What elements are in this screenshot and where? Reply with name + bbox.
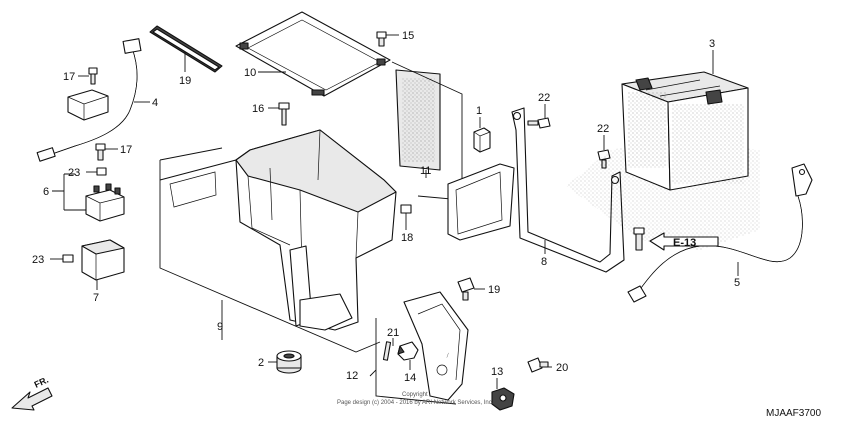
label-21: 21 — [387, 327, 399, 339]
nut-13[interactable] — [491, 378, 515, 411]
diagram-code: MJAAF3700 — [766, 408, 821, 419]
label-7: 7 — [93, 292, 99, 304]
collar-14[interactable] — [397, 341, 419, 370]
label-18: 18 — [401, 232, 413, 244]
cover-plate[interactable] — [391, 61, 463, 201]
battery-box[interactable] — [159, 129, 397, 331]
label-2: 2 — [258, 357, 264, 369]
label-3: 3 — [709, 38, 715, 50]
label-9: 9 — [217, 321, 223, 333]
battery[interactable] — [566, 50, 760, 250]
label-14: 14 — [404, 372, 416, 384]
battery-tray[interactable] — [235, 11, 391, 97]
watermark-line1: Copyright — [402, 392, 428, 398]
relay-cover[interactable] — [81, 239, 125, 290]
bolt-22-left[interactable] — [527, 104, 551, 129]
label-12: 12 — [346, 370, 358, 382]
reference-e13-arrow: E-13 — [649, 232, 719, 251]
bolt-19-upper[interactable] — [457, 277, 485, 301]
bolt-16[interactable] — [268, 102, 290, 126]
fuse-holder-1[interactable] — [473, 117, 491, 153]
label-23-lower: 23 — [32, 254, 44, 266]
front-direction-arrow: FR. — [11, 375, 53, 411]
label-13: 13 — [491, 366, 503, 378]
ground-bolt[interactable] — [633, 227, 645, 251]
svg-text:—: — — [444, 352, 451, 359]
callout-bracket-9 — [159, 147, 381, 353]
label-16: 16 — [252, 103, 264, 115]
terminal-cover[interactable]: — — [369, 291, 469, 405]
svg-text:E-13: E-13 — [673, 237, 696, 249]
label-19-upper: 19 — [488, 284, 500, 296]
relay-terminal-23-upper[interactable] — [86, 167, 107, 176]
battery-sub-harness[interactable] — [36, 38, 150, 162]
label-4: 4 — [152, 97, 158, 109]
label-10: 10 — [244, 67, 256, 79]
callout-bracket-6 — [52, 173, 86, 211]
label-23-upper: 23 — [68, 167, 80, 179]
bolt-19-lower[interactable] — [527, 357, 552, 373]
label-6: 6 — [43, 186, 49, 198]
bolt-15[interactable] — [376, 31, 399, 47]
label-17-lower: 17 — [120, 144, 132, 156]
relay-terminal-23-lower[interactable] — [50, 254, 74, 263]
label-17-upper: 17 — [63, 71, 75, 83]
label-22-right: 22 — [597, 123, 609, 135]
bolt-17-lower[interactable] — [95, 143, 118, 161]
bolt-17-upper[interactable] — [78, 67, 98, 85]
label-15: 15 — [402, 30, 414, 42]
watermark-line2: Page design (c) 2004 - 2016 by ARI Netwo… — [337, 400, 494, 406]
label-22-left: 22 — [538, 92, 550, 104]
label-20: 19 — [179, 75, 191, 87]
grommet-2[interactable] — [268, 350, 302, 374]
pin-21[interactable] — [382, 338, 394, 361]
label-5: 5 — [734, 277, 740, 289]
label-19-lower: 20 — [556, 362, 568, 374]
starter-relay[interactable] — [85, 183, 125, 222]
rubber-band[interactable] — [149, 25, 223, 73]
svg-text:FR.: FR. — [33, 375, 50, 390]
label-11: 11 — [420, 165, 431, 177]
label-1: 1 — [476, 105, 482, 117]
battery-negative-cable[interactable] — [627, 163, 813, 303]
clip-18[interactable] — [400, 204, 412, 230]
label-8: 8 — [541, 256, 547, 268]
